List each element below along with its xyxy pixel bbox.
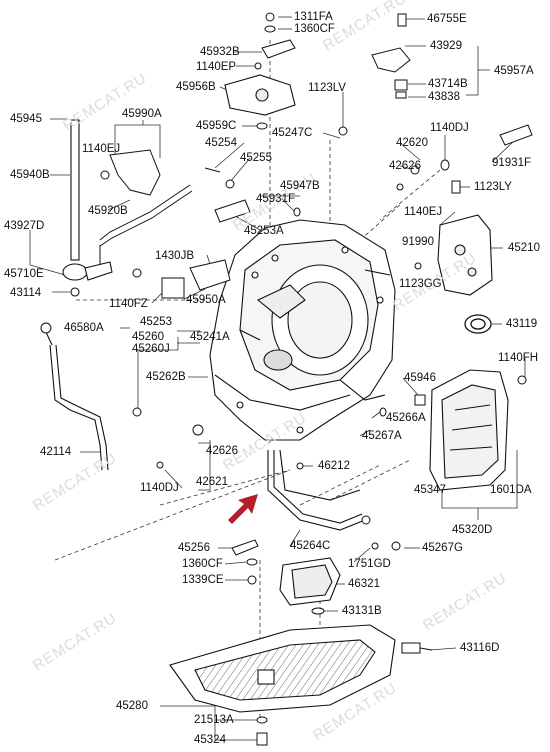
part-label[interactable]: 1123GG xyxy=(399,278,442,290)
part-label[interactable]: 45932B xyxy=(200,46,240,58)
part-label[interactable]: 42620 xyxy=(396,137,428,149)
part-label[interactable]: 45920B xyxy=(88,205,128,217)
part-label[interactable]: 45255 xyxy=(240,152,272,164)
part-label[interactable]: 1123LV xyxy=(308,82,346,94)
part-label[interactable]: 45210 xyxy=(508,242,540,254)
part-label[interactable]: 45260 xyxy=(132,331,164,343)
manual-lever xyxy=(261,39,296,59)
part-label[interactable]: 45253A xyxy=(244,225,284,237)
sensor-43116d xyxy=(401,642,433,654)
shift-shaft xyxy=(62,119,113,297)
oil-pipe xyxy=(267,449,366,531)
part-label[interactable]: 91931F xyxy=(492,157,532,169)
part-label[interactable]: 1140FH xyxy=(498,352,539,364)
part-label[interactable]: 43116D xyxy=(460,642,500,654)
oil-pan xyxy=(169,624,396,713)
part-label[interactable]: 1751GD xyxy=(348,558,391,570)
part-label[interactable]: 45262B xyxy=(146,371,186,383)
part-label[interactable]: 43119 xyxy=(506,318,538,330)
part-label[interactable]: 43131B xyxy=(342,605,382,617)
part-label[interactable]: 45956B xyxy=(176,81,216,93)
part-label[interactable]: 1339CE xyxy=(182,574,224,586)
part-label[interactable]: 42626 xyxy=(389,160,421,172)
transmission-case xyxy=(209,219,396,441)
part-label[interactable]: 45253 xyxy=(140,316,172,328)
part-label[interactable]: 45280 xyxy=(116,700,148,712)
part-label[interactable]: 42621 xyxy=(196,476,228,488)
part-label[interactable]: 45267A xyxy=(362,430,402,442)
part-label[interactable]: 45945 xyxy=(10,113,42,125)
part-label[interactable]: 45260J xyxy=(132,343,170,355)
mounting-bracket xyxy=(437,214,493,296)
part-label[interactable]: 1140EJ xyxy=(404,206,443,218)
shift-cable xyxy=(99,184,193,265)
part-label[interactable]: 43929 xyxy=(430,40,462,52)
part-label[interactable]: 45267G xyxy=(422,542,463,554)
part-label[interactable]: 1311FA xyxy=(294,11,333,23)
part-label[interactable]: 45247C xyxy=(272,127,313,139)
side-cover xyxy=(429,369,509,491)
part-label[interactable]: 45959C xyxy=(196,120,237,132)
part-label[interactable]: 45347 xyxy=(414,484,446,496)
part-label[interactable]: 43114 xyxy=(10,287,42,299)
part-label[interactable]: 21513A xyxy=(194,714,234,726)
cable-bracket xyxy=(109,149,161,196)
clip-91931f xyxy=(499,124,533,146)
part-label[interactable]: 1140DJ xyxy=(430,122,469,134)
part-label[interactable]: 1360CF xyxy=(182,558,223,570)
part-label[interactable]: 45950A xyxy=(186,294,226,306)
part-label[interactable]: 45957A xyxy=(494,65,534,77)
part-label[interactable]: 45266A xyxy=(386,412,426,424)
part-label[interactable]: 1360CF xyxy=(294,23,335,35)
bracket-45950a xyxy=(189,259,231,291)
part-label[interactable]: 45940B xyxy=(10,169,50,181)
part-label[interactable]: 45241A xyxy=(190,331,230,343)
part-label[interactable]: 46755E xyxy=(427,13,467,25)
part-label[interactable]: 43714B xyxy=(428,78,468,90)
part-label[interactable]: 46580A xyxy=(64,322,104,334)
oil-filter xyxy=(279,557,341,606)
part-label[interactable]: 1140DJ xyxy=(140,482,179,494)
part-label[interactable]: 45931F xyxy=(256,193,296,205)
oil-seal xyxy=(464,314,492,334)
part-label[interactable]: 42114 xyxy=(40,446,72,458)
part-label[interactable]: 45264C xyxy=(290,540,331,552)
inhibitor-switch xyxy=(224,74,296,116)
part-label[interactable]: 1140EJ xyxy=(82,143,121,155)
indicator-arrow xyxy=(228,494,258,524)
part-label[interactable]: 45947B xyxy=(280,180,320,192)
part-label[interactable]: 46321 xyxy=(348,578,380,590)
plate-45253 xyxy=(161,277,185,299)
part-label[interactable]: 45710E xyxy=(4,268,44,280)
part-label[interactable]: 1140EP xyxy=(196,61,237,73)
part-label[interactable]: 43838 xyxy=(428,91,460,103)
part-label[interactable]: 45256 xyxy=(178,542,210,554)
part-label[interactable]: 45990A xyxy=(122,108,162,120)
part-label[interactable]: 1601DA xyxy=(490,484,532,496)
detent-lever-assembly xyxy=(371,47,411,99)
part-label[interactable]: 45946 xyxy=(404,372,436,384)
part-label[interactable]: 45320D xyxy=(452,524,493,536)
part-label[interactable]: 43927D xyxy=(4,220,45,232)
part-label[interactable]: 1430JB xyxy=(155,250,195,262)
part-label[interactable]: 42626 xyxy=(206,445,238,457)
lever-45253a xyxy=(214,199,251,223)
part-label[interactable]: 1140FZ xyxy=(109,298,148,310)
part-label[interactable]: 46212 xyxy=(318,460,350,472)
bolts-and-washers xyxy=(40,12,527,746)
part-label[interactable]: 45324 xyxy=(194,734,226,746)
part-label[interactable]: 91990 xyxy=(402,236,434,248)
part-label[interactable]: 45254 xyxy=(205,137,237,149)
part-label[interactable]: 1123LY xyxy=(474,181,512,193)
